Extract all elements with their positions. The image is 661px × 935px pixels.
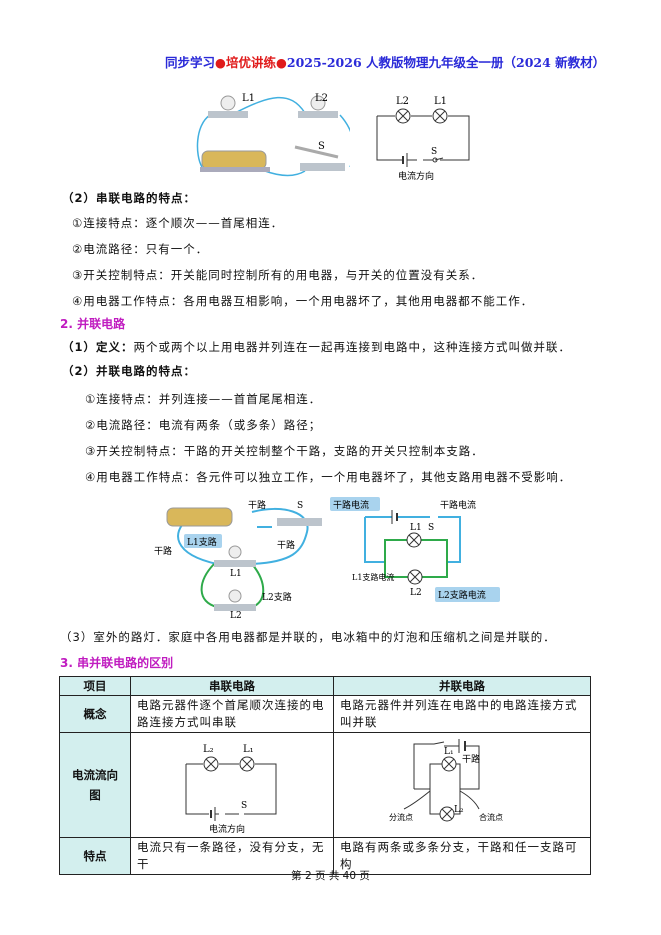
cell: L₂ L₁ S 电流方向 (130, 732, 334, 838)
label-s: S (318, 141, 325, 152)
label-l2: L2 (315, 93, 328, 104)
l2-label: L2 (410, 588, 422, 598)
label-l1: L1 (242, 93, 255, 104)
s-label: S (428, 523, 434, 533)
series-caption: 电流方向 (209, 823, 245, 834)
trunk-label: 干路 (277, 539, 295, 551)
l2-label: L2 (230, 611, 242, 620)
series-schematic-diagram: L2 L1 S 电流方向 (376, 96, 470, 182)
series-flow-diagram: L₂ L₁ S 电流方向 (185, 744, 277, 835)
col-header: 并联电路 (333, 676, 591, 696)
page-header: 同步学习●培优讲练●2025-2026 人教版物理九年级全一册（2024 新教材… (165, 55, 606, 70)
s-label: S (297, 501, 303, 511)
definition-text: 两个或两个以上用电器并列连在一起再连接到电路中，这种连接方式叫做并联． (133, 340, 572, 354)
page-footer: 第 2 页 共 40 页 (291, 870, 370, 882)
header-part2: 培优讲练 (225, 55, 276, 70)
definition-label: （1）定义： (62, 340, 134, 354)
cell: 电流只有一条路径，没有分支，无干 (130, 837, 334, 875)
schematic-l2: L2 (396, 96, 409, 107)
section-compare-title: 3. 串并联电路的区别 (60, 656, 174, 670)
comparison-table: 项目串联电路并联电路 概念电路元器件逐个首尾顺次连接的电路连接方式叫串联电路元器… (58, 676, 591, 875)
join-point-label: 合流点 (479, 812, 503, 822)
section-parallel-title: 2. 并联电路 (60, 317, 126, 331)
cell: L₁ L₂ 干路 分流点 合流点 (333, 732, 591, 838)
parallel-item: ③开关控制特点：干路的开关控制整个干路，支路的开关只控制本支路． (85, 444, 484, 458)
header-part3: 2025-2026 人教版物理九年级全一册（2024 新教材） (286, 55, 606, 70)
header-part1: 同步学习 (165, 55, 216, 70)
svg-text:L₂: L₂ (203, 744, 214, 755)
cell: 电路元器件并列连在电路中的电路连接方式叫并联 (333, 695, 591, 733)
series-item: ③开关控制特点：开关能同时控制所有的用电器，与开关的位置没有关系． (72, 268, 484, 282)
series-heading: （2）串联电路的特点： (62, 191, 197, 205)
svg-text:L₁: L₁ (444, 747, 454, 757)
l1-branch-label: L1支路 (187, 536, 217, 548)
trunk-current-tag: 干路电流 (333, 499, 369, 511)
cell: 电路有两条或多条分支，干路和任一支路可构 (333, 837, 591, 875)
svg-text:S: S (241, 801, 247, 811)
series-item: ④用电器工作特点：各用电器互相影响，一个用电器坏了，其他用电器都不能工作． (72, 294, 534, 308)
series-item: ②电流路径：只有一个． (72, 242, 209, 256)
l2-current-tag: L2支路电流 (438, 589, 486, 601)
cell: 电路元器件逐个首尾顺次连接的电路连接方式叫串联 (130, 695, 334, 733)
parallel-item: ①连接特点：并列连接——首首尾尾相连． (85, 392, 322, 406)
trunk-label: 干路 (248, 499, 266, 511)
col-header: 项目 (58, 676, 132, 696)
row-label: 特点 (58, 837, 132, 875)
schematic-s: S (431, 147, 437, 157)
parallel-item: ④用电器工作特点：各元件可以独立工作，一个用电器坏了，其他支路用电器不受影响． (85, 470, 572, 484)
row-label: 电流流向图 (58, 732, 132, 838)
l1-current-label: L1支路电流 (352, 572, 394, 582)
l1-label: L1 (230, 569, 242, 579)
parallel-flow-diagram: L₁ L₂ 干路 分流点 合流点 (389, 738, 503, 822)
parallel-item: ②电流路径：电流有两条（或多条）路径； (85, 418, 322, 432)
parallel-physical-circuit-image: L1支路 干路 干路 干路 S L1 L2支路 L2 (154, 499, 322, 620)
l2-branch-label: L2支路 (262, 591, 292, 603)
parallel-heading: （2）并联电路的特点： (62, 364, 197, 378)
series-physical-circuit-image: L1 L2 S (196, 93, 350, 177)
row-label: 概念 (58, 695, 132, 733)
schematic-l1: L1 (434, 96, 447, 107)
parallel-schematic-diagram: 干路电流 干路电流 S L1 L1支路电流 L2 L2支路电流 (330, 497, 500, 602)
svg-text:L₁: L₁ (243, 744, 254, 755)
trunk-current-label: 干路电流 (440, 499, 476, 511)
col-header: 串联电路 (130, 676, 334, 696)
series-item: ①连接特点：逐个顺次——首尾相连． (72, 216, 284, 230)
l1-label: L1 (410, 523, 422, 533)
split-point-label: 分流点 (389, 812, 413, 822)
trunk-label: 干路 (154, 545, 172, 557)
svg-text:L₂: L₂ (454, 805, 464, 815)
note-text: （3）室外的路灯．家庭中各用电器都是并联的，电冰箱中的灯泡和压缩机之间是并联的． (60, 630, 556, 644)
schematic-caption: 电流方向 (398, 170, 434, 182)
trunk-label: 干路 (462, 753, 480, 765)
